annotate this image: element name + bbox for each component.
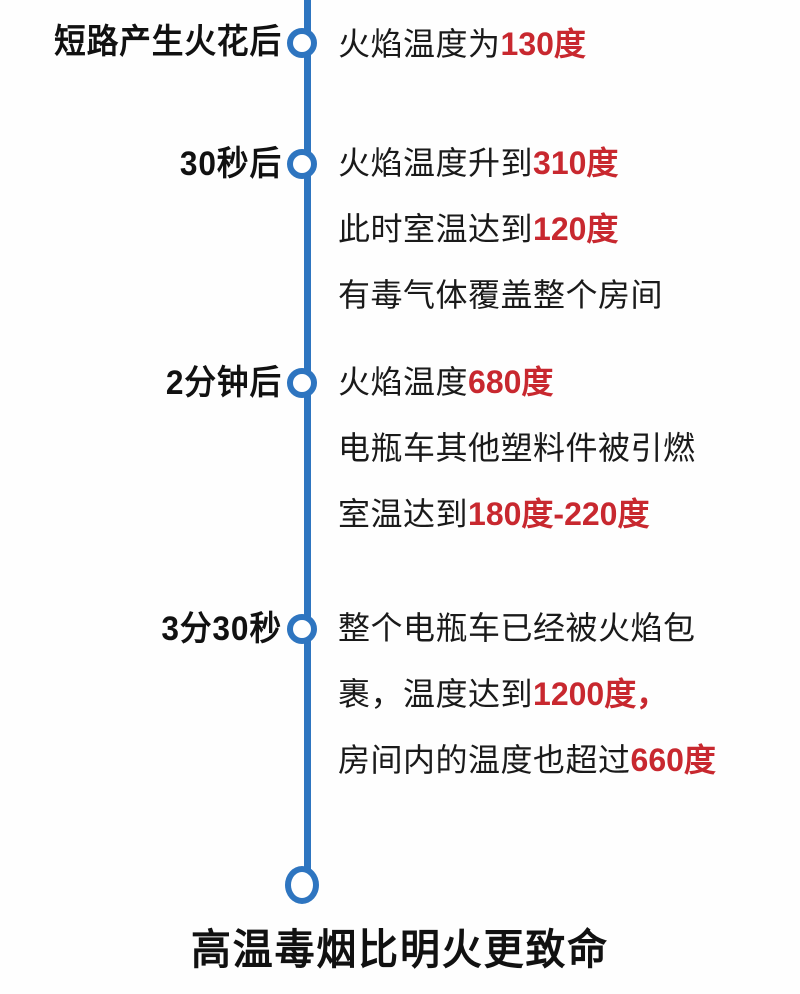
timeline-event-2-lines: 火焰温度升到310度 此时室温达到120度 有毒气体覆盖整个房间	[338, 130, 790, 328]
line-text-plain: 火焰温度	[338, 364, 469, 400]
timeline-node-circle-3	[287, 368, 317, 398]
timeline-node-circle-4	[287, 614, 317, 644]
line-text-plain: 此时室温达到	[338, 211, 534, 247]
timeline-event-2-line-1: 火焰温度升到310度	[338, 130, 790, 196]
line-text-highlight: 310度	[533, 145, 619, 181]
timeline-event-3-line-2: 电瓶车其他塑料件被引燃	[338, 415, 790, 481]
timeline-event-4-line-3: 房间内的温度也超过660度	[338, 727, 790, 793]
timeline-event-4-label: 3分30秒	[161, 610, 282, 648]
timeline-event-1-lines: 火焰温度为130度	[338, 11, 790, 77]
timeline-event-4-lines: 整个电瓶车已经被火焰包 裹，温度达到1200度， 房间内的温度也超过660度	[338, 595, 790, 793]
line-text-plain: 裹，温度达到	[338, 676, 534, 712]
line-text-highlight: 1200度，	[533, 676, 669, 712]
timeline-event-2-label: 30秒后	[179, 145, 282, 183]
timeline-event-2-line-3: 有毒气体覆盖整个房间	[338, 262, 790, 328]
timeline-event-4-line-1: 整个电瓶车已经被火焰包	[338, 595, 790, 661]
line-text-plain: 室温达到	[338, 496, 469, 532]
line-text-plain: 火焰温度升到	[338, 145, 534, 181]
line-text-highlight: 680度	[468, 364, 554, 400]
timeline-node-circle-1	[287, 28, 317, 58]
line-text-plain: 有毒气体覆盖整个房间	[338, 277, 664, 313]
timeline-event-3-label: 2分钟后	[165, 364, 282, 402]
timeline-event-3-line-3: 室温达到180度-220度	[338, 481, 790, 547]
timeline-node-circle-terminal	[285, 866, 319, 904]
line-text-plain: 房间内的温度也超过	[338, 742, 631, 778]
timeline-event-3-lines: 火焰温度680度 电瓶车其他塑料件被引燃 室温达到180度-220度	[338, 349, 790, 547]
timeline-event-4-line-2: 裹，温度达到1200度，	[338, 661, 790, 727]
timeline-event-3-line-1: 火焰温度680度	[338, 349, 790, 415]
line-text-highlight: 130度	[500, 26, 586, 62]
timeline-event-1-line-1: 火焰温度为130度	[338, 11, 790, 77]
line-text-plain: 整个电瓶车已经被火焰包	[338, 610, 696, 646]
conclusion-text: 高温毒烟比明火更致命	[190, 926, 609, 973]
line-text-highlight: 120度	[533, 211, 619, 247]
line-text-highlight: 660度	[630, 742, 716, 778]
timeline-event-1-label: 短路产生火花后	[54, 23, 282, 61]
line-text-plain: 电瓶车其他塑料件被引燃	[338, 430, 696, 466]
line-text-plain: 火焰温度为	[338, 26, 501, 62]
timeline-node-circle-2	[287, 149, 317, 179]
timeline-axis-line	[304, 0, 311, 886]
line-text-highlight: 180度-220度	[468, 496, 650, 532]
timeline-event-2-line-2: 此时室温达到120度	[338, 196, 790, 262]
